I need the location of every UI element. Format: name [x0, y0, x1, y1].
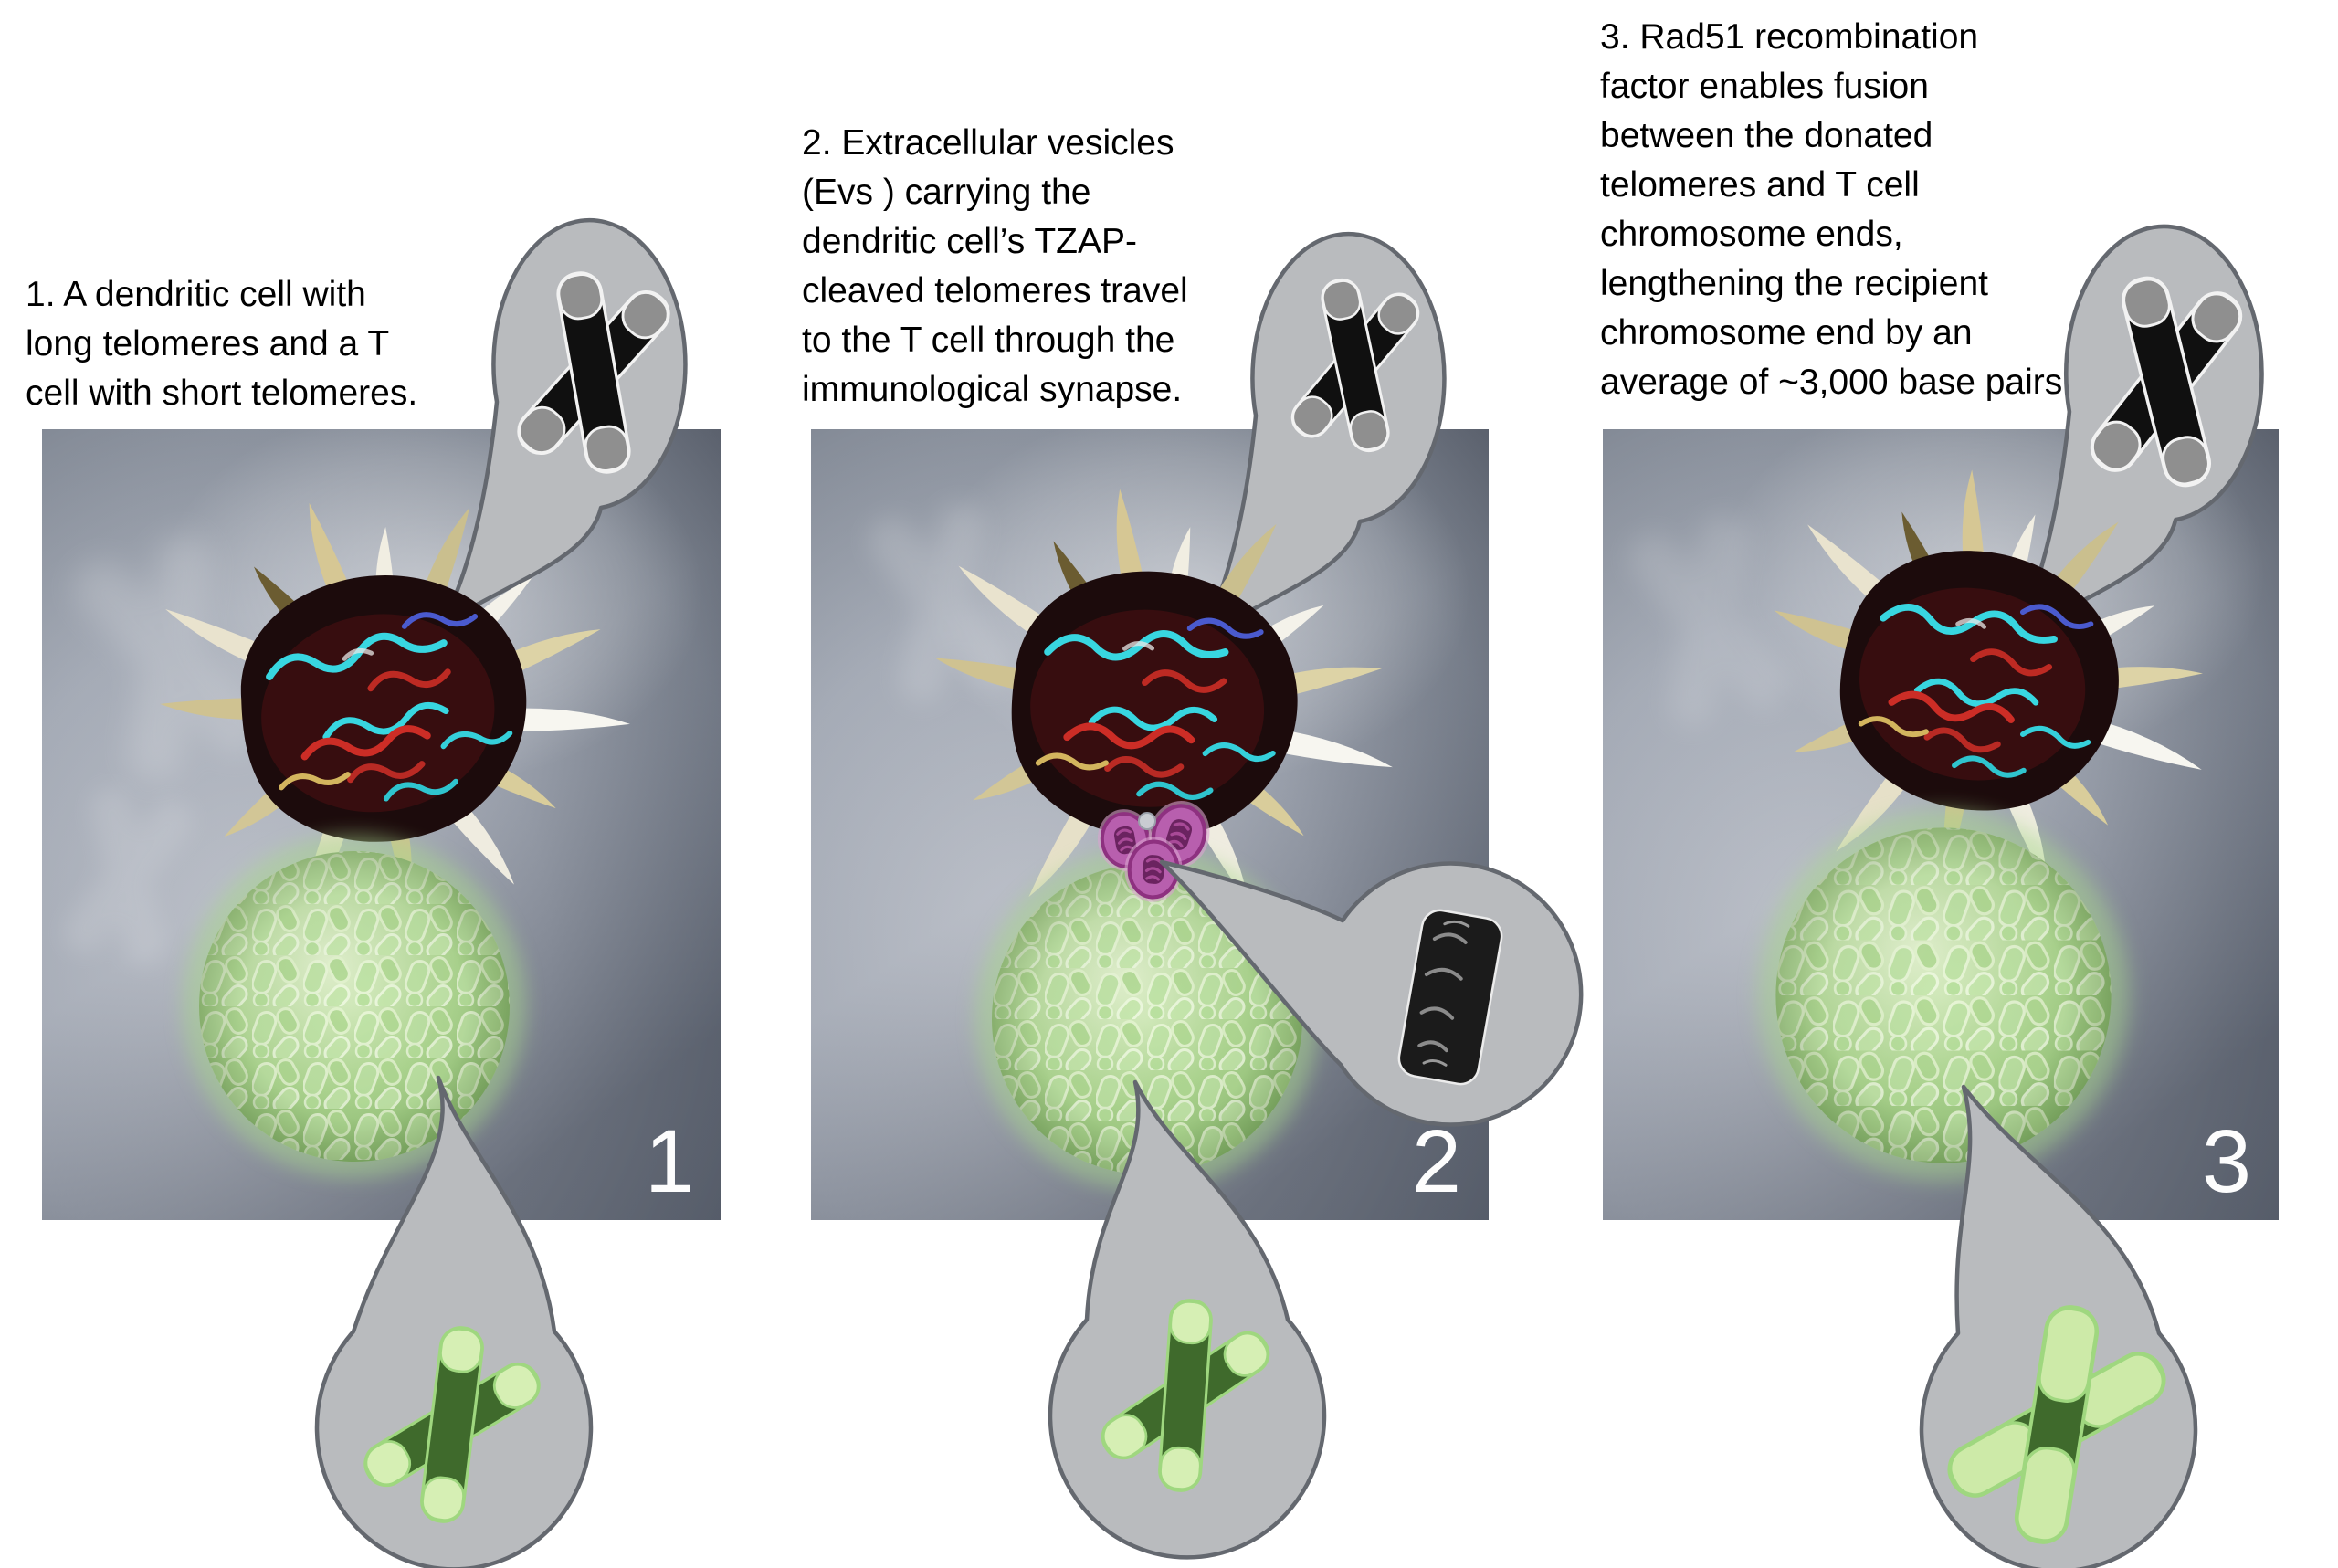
panel-2-number: 2: [1412, 1111, 1461, 1211]
panel-2-caption: 2. Extracellular vesicles (Evs ) carryin…: [802, 123, 1188, 409]
small-vesicle: [1138, 812, 1156, 830]
telomere-fragment: [1397, 909, 1503, 1086]
t-cell-3: [1758, 810, 2129, 1181]
extracellular-vesicles: [1090, 793, 1218, 904]
panel-3-number: 3: [2202, 1111, 2251, 1211]
panel-1-number: 1: [645, 1111, 694, 1211]
t-cell-1: [183, 835, 526, 1178]
